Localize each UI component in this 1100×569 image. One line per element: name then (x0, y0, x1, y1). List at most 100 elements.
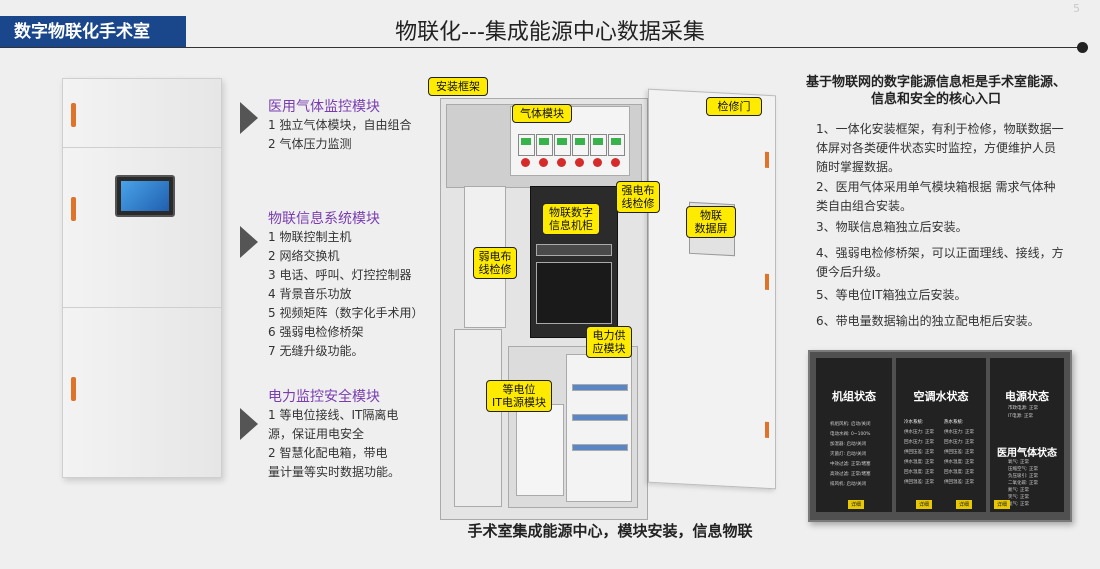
section-line: 源，保证用电安全 (268, 427, 365, 441)
section-title: 物联信息系统模块 (268, 211, 380, 227)
label-install-frame: 安装框架 (428, 77, 488, 96)
status-row: 中效过滤: 正常/堵塞 (830, 462, 871, 467)
status-row: 笑气: 正常 (1008, 495, 1029, 500)
gas-meter-icon (608, 134, 625, 156)
section-badge: 数字物联化手术室 (0, 16, 186, 48)
section-line: 5 视频矩阵（数字化手术用） (268, 306, 424, 320)
section-arrow-icon (240, 226, 258, 258)
panel-title: 医用气体状态 (997, 448, 1057, 459)
section-line: 1 物联控制主机 (268, 230, 352, 244)
valve-icon (593, 158, 602, 167)
status-row: 排风机: 启动/关闭 (830, 482, 866, 487)
divider-dot (1077, 42, 1088, 53)
status-row: 供回温差: 正常 (904, 480, 934, 485)
status-row: 市政电源: 正常 (1008, 406, 1038, 411)
detail-button[interactable]: 详细 (994, 500, 1011, 509)
gas-meter-icon (590, 134, 607, 156)
feature-item: 2、医用气体采用单气模块箱根据 需求气体种类自由组合安装。 (816, 180, 1056, 213)
unit-status-panel: 机组状态 机组风机: 启动/关闭 电动水阀: 0~100% 加湿器: 启动/关闭… (816, 358, 892, 512)
section-line: 4 背景音乐功放 (268, 287, 352, 301)
gas-meter-icon (572, 134, 589, 156)
section-title: 医用气体监控模块 (268, 99, 380, 115)
status-dashboard: 机组状态 机组风机: 启动/关闭 电动水阀: 0~100% 加湿器: 启动/关闭… (808, 350, 1072, 522)
section-line: 7 无缝升级功能。 (268, 344, 364, 358)
iot-module-section: 物联信息系统模块 1 物联控制主机 2 网络交换机 3 电话、呼叫、灯控控制器 … (268, 208, 438, 361)
panel-title: 空调水状态 (913, 390, 969, 403)
status-row: 机组风机: 启动/关闭 (830, 422, 871, 427)
image-caption: 手术室集成能源中心，模块安装，信息物联 (467, 522, 753, 540)
detail-button[interactable]: 详细 (916, 500, 933, 509)
section-line: 量计量等实时数据功能。 (268, 465, 401, 479)
label-equipotential: 等电位 IT电源模块 (486, 380, 552, 412)
status-row: 回水压力: 正常 (904, 440, 934, 445)
cabinet-image (62, 78, 222, 478)
section-arrow-icon (240, 102, 258, 134)
detail-button[interactable]: 详细 (956, 500, 973, 509)
power-module-section: 电力监控安全模块 1 等电位接线、IT隔离电 源，保证用电安全 2 智慧化配电箱… (268, 386, 418, 482)
page-title: 物联化---集成能源中心数据采集 (395, 20, 705, 45)
section-arrow-icon (240, 408, 258, 440)
status-row: 回水温度: 正常 (904, 470, 934, 475)
status-row: 回水压力: 正常 (944, 440, 974, 445)
section-line: 1 等电位接线、IT隔离电 (268, 408, 399, 422)
status-row: 回水温度: 正常 (944, 470, 974, 475)
valve-icon (611, 158, 620, 167)
section-line: 2 智慧化配电箱，带电 (268, 446, 388, 460)
status-row: 氩气: 正常 (1008, 502, 1029, 507)
column-header: 冷水系统: (904, 420, 924, 425)
section-line: 6 强弱电检修桥架 (268, 325, 364, 339)
status-row: 二氧化碳: 正常 (1008, 481, 1038, 486)
valve-icon (557, 158, 566, 167)
status-row: 压缩空气: 正常 (1008, 467, 1038, 472)
feature-item: 1、一体化安装框架，有利于检修，物联数据一体屏对各类硬件状态实时监控，方便维护人… (816, 122, 1064, 174)
maintenance-door (648, 88, 776, 490)
detail-button[interactable]: 详细 (848, 500, 865, 509)
status-row: 供水压力: 正常 (944, 430, 974, 435)
section-line: 2 网络交换机 (268, 249, 340, 263)
section-line: 3 电话、呼叫、灯控控制器 (268, 268, 412, 282)
status-row: 灭菌灯: 启动/关闭 (830, 452, 866, 457)
right-title: 基于物联网的数字能源信息柜是手术室能源、信息和安全的核心入口 (806, 75, 1067, 107)
panel-title: 机组状态 (832, 390, 876, 403)
section-line: 2 气体压力监测 (268, 137, 352, 151)
page-number: 5 (1073, 2, 1080, 15)
gas-meter-icon (536, 134, 553, 156)
status-row: 负压吸引: 正常 (1008, 474, 1038, 479)
status-row: 供水温度: 正常 (944, 460, 974, 465)
status-row: 供回压差: 正常 (904, 450, 934, 455)
status-row: 氮气: 正常 (1008, 488, 1029, 493)
valve-icon (521, 158, 530, 167)
label-gas-module: 气体模块 (512, 104, 572, 123)
label-weak-wiring: 弱电布 线检修 (473, 247, 517, 279)
status-row: IT电源: 正常 (1008, 414, 1034, 419)
status-row: 氧气: 正常 (1008, 460, 1029, 465)
header-divider (0, 47, 1083, 48)
power-gas-status-panel: 电源状态 市政电源: 正常 IT电源: 正常 医用气体状态 氧气: 正常 压缩空… (990, 358, 1064, 512)
valve-icon (539, 158, 548, 167)
status-row: 电动水阀: 0~100% (830, 432, 871, 437)
water-status-panel: 空调水状态 冷水系统: 热水系统: 供水压力: 正常 供水压力: 正常 回水压力… (896, 358, 986, 512)
cabinet-screen (115, 175, 175, 217)
label-iot-cabinet: 物联数字 信息机柜 (542, 203, 600, 235)
label-power-supply: 电力供 应模块 (586, 326, 632, 358)
section-title: 电力监控安全模块 (268, 389, 380, 405)
status-row: 高效过滤: 正常/堵塞 (830, 472, 871, 477)
gas-meter-icon (518, 134, 535, 156)
label-strong-wiring: 强电布 线检修 (616, 181, 660, 213)
section-line: 1 独立气体模块，自由组合 (268, 118, 412, 132)
status-row: 供回温差: 正常 (944, 480, 974, 485)
gas-module-section: 医用气体监控模块 1 独立气体模块，自由组合 2 气体压力监测 (268, 96, 438, 154)
status-row: 供水压力: 正常 (904, 430, 934, 435)
status-row: 加湿器: 启动/关闭 (830, 442, 866, 447)
status-row: 供水温度: 正常 (904, 460, 934, 465)
feature-item: 5、等电位IT箱独立后安装。 (816, 288, 967, 302)
gas-meter-icon (554, 134, 571, 156)
label-door: 检修门 (706, 97, 762, 116)
valve-icon (575, 158, 584, 167)
status-row: 供回压差: 正常 (944, 450, 974, 455)
label-iot-screen: 物联 数据屏 (686, 206, 736, 238)
feature-item: 6、带电量数据输出的独立配电柜后安装。 (816, 314, 1040, 328)
feature-item: 4、强弱电检修桥架，可以正面理线、接线，方便今后升级。 (816, 246, 1064, 279)
column-header: 热水系统: (944, 420, 964, 425)
feature-item: 3、物联信息箱独立后安装。 (816, 220, 968, 234)
